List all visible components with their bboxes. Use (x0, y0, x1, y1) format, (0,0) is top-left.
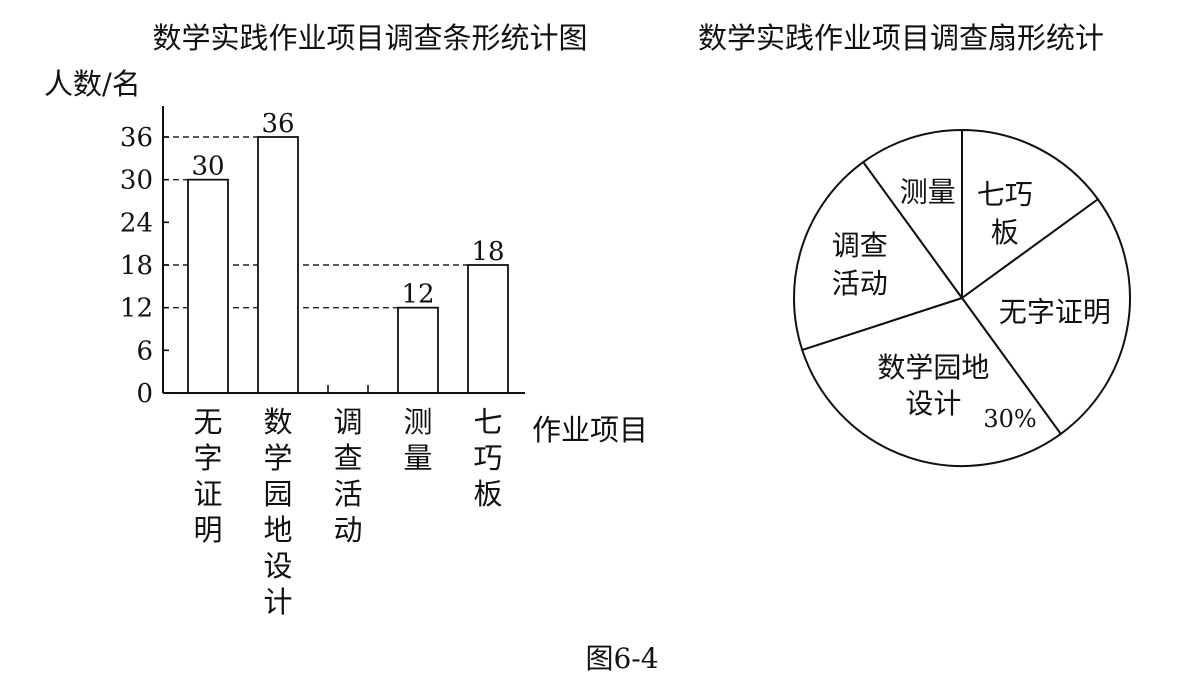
pie-slice-label: 无字证明 (999, 296, 1111, 329)
bar-value-label: 12 (401, 280, 434, 310)
pie-slices (793, 128, 1131, 467)
bar-value-label: 36 (261, 109, 294, 139)
bar-chart: 数学实践作业项目调查条形统计图 人数/名 作业项目 30 36 12 18 0 6 12 1… (44, 21, 648, 619)
category-label: 测量 (403, 405, 432, 475)
bar-value-label: 18 (471, 237, 504, 267)
category-labels: 无字证明 数学园地设计 调查活动 测量 七巧板 (193, 405, 502, 619)
bar-chart-title: 数学实践作业项目调查条形统计图 (152, 21, 587, 55)
bar (467, 264, 509, 394)
bar (257, 136, 299, 394)
pie-slice (960, 197, 1131, 436)
y-tick-label: 24 (120, 208, 153, 238)
y-tick-label: 36 (120, 123, 153, 153)
category-label: 数学园地设计 (263, 405, 292, 619)
pie-chart-title: 数学实践作业项目调查扇形统计 (698, 21, 1104, 55)
y-tick-label: 12 (120, 294, 153, 324)
pie-percent-label: 30% (983, 405, 1036, 433)
x-axis-title: 作业项目 (532, 413, 648, 447)
category-label: 无字证明 (193, 405, 222, 547)
figure-caption: 图6-4 (585, 642, 658, 675)
bar (187, 178, 229, 394)
pie-slice-label: 七巧板 (977, 178, 1033, 249)
axes (162, 106, 525, 394)
pie-slice (793, 160, 964, 352)
category-label: 七巧板 (473, 405, 502, 511)
pie-slice-label: 数学园地设计 (877, 351, 989, 420)
bar (397, 306, 439, 394)
pie-slice (961, 128, 1100, 300)
y-tick-label: 6 (136, 336, 153, 366)
pie-slice-label: 调查活动 (832, 229, 888, 300)
y-tick-label: 30 (120, 166, 153, 196)
y-tick-labels: 0 6 12 18 24 30 36 (120, 123, 169, 409)
y-tick-label: 18 (120, 251, 153, 281)
y-axis-title: 人数/名 (44, 67, 141, 101)
pie-slice (861, 128, 963, 302)
y-tick-label: 0 (136, 379, 153, 409)
value-labels: 30 36 12 18 (191, 109, 504, 310)
category-label: 调查活动 (333, 405, 362, 547)
bar-value-label: 30 (191, 152, 224, 182)
pie-slice-label: 测量 (900, 176, 956, 209)
pie-slice (800, 296, 1063, 467)
